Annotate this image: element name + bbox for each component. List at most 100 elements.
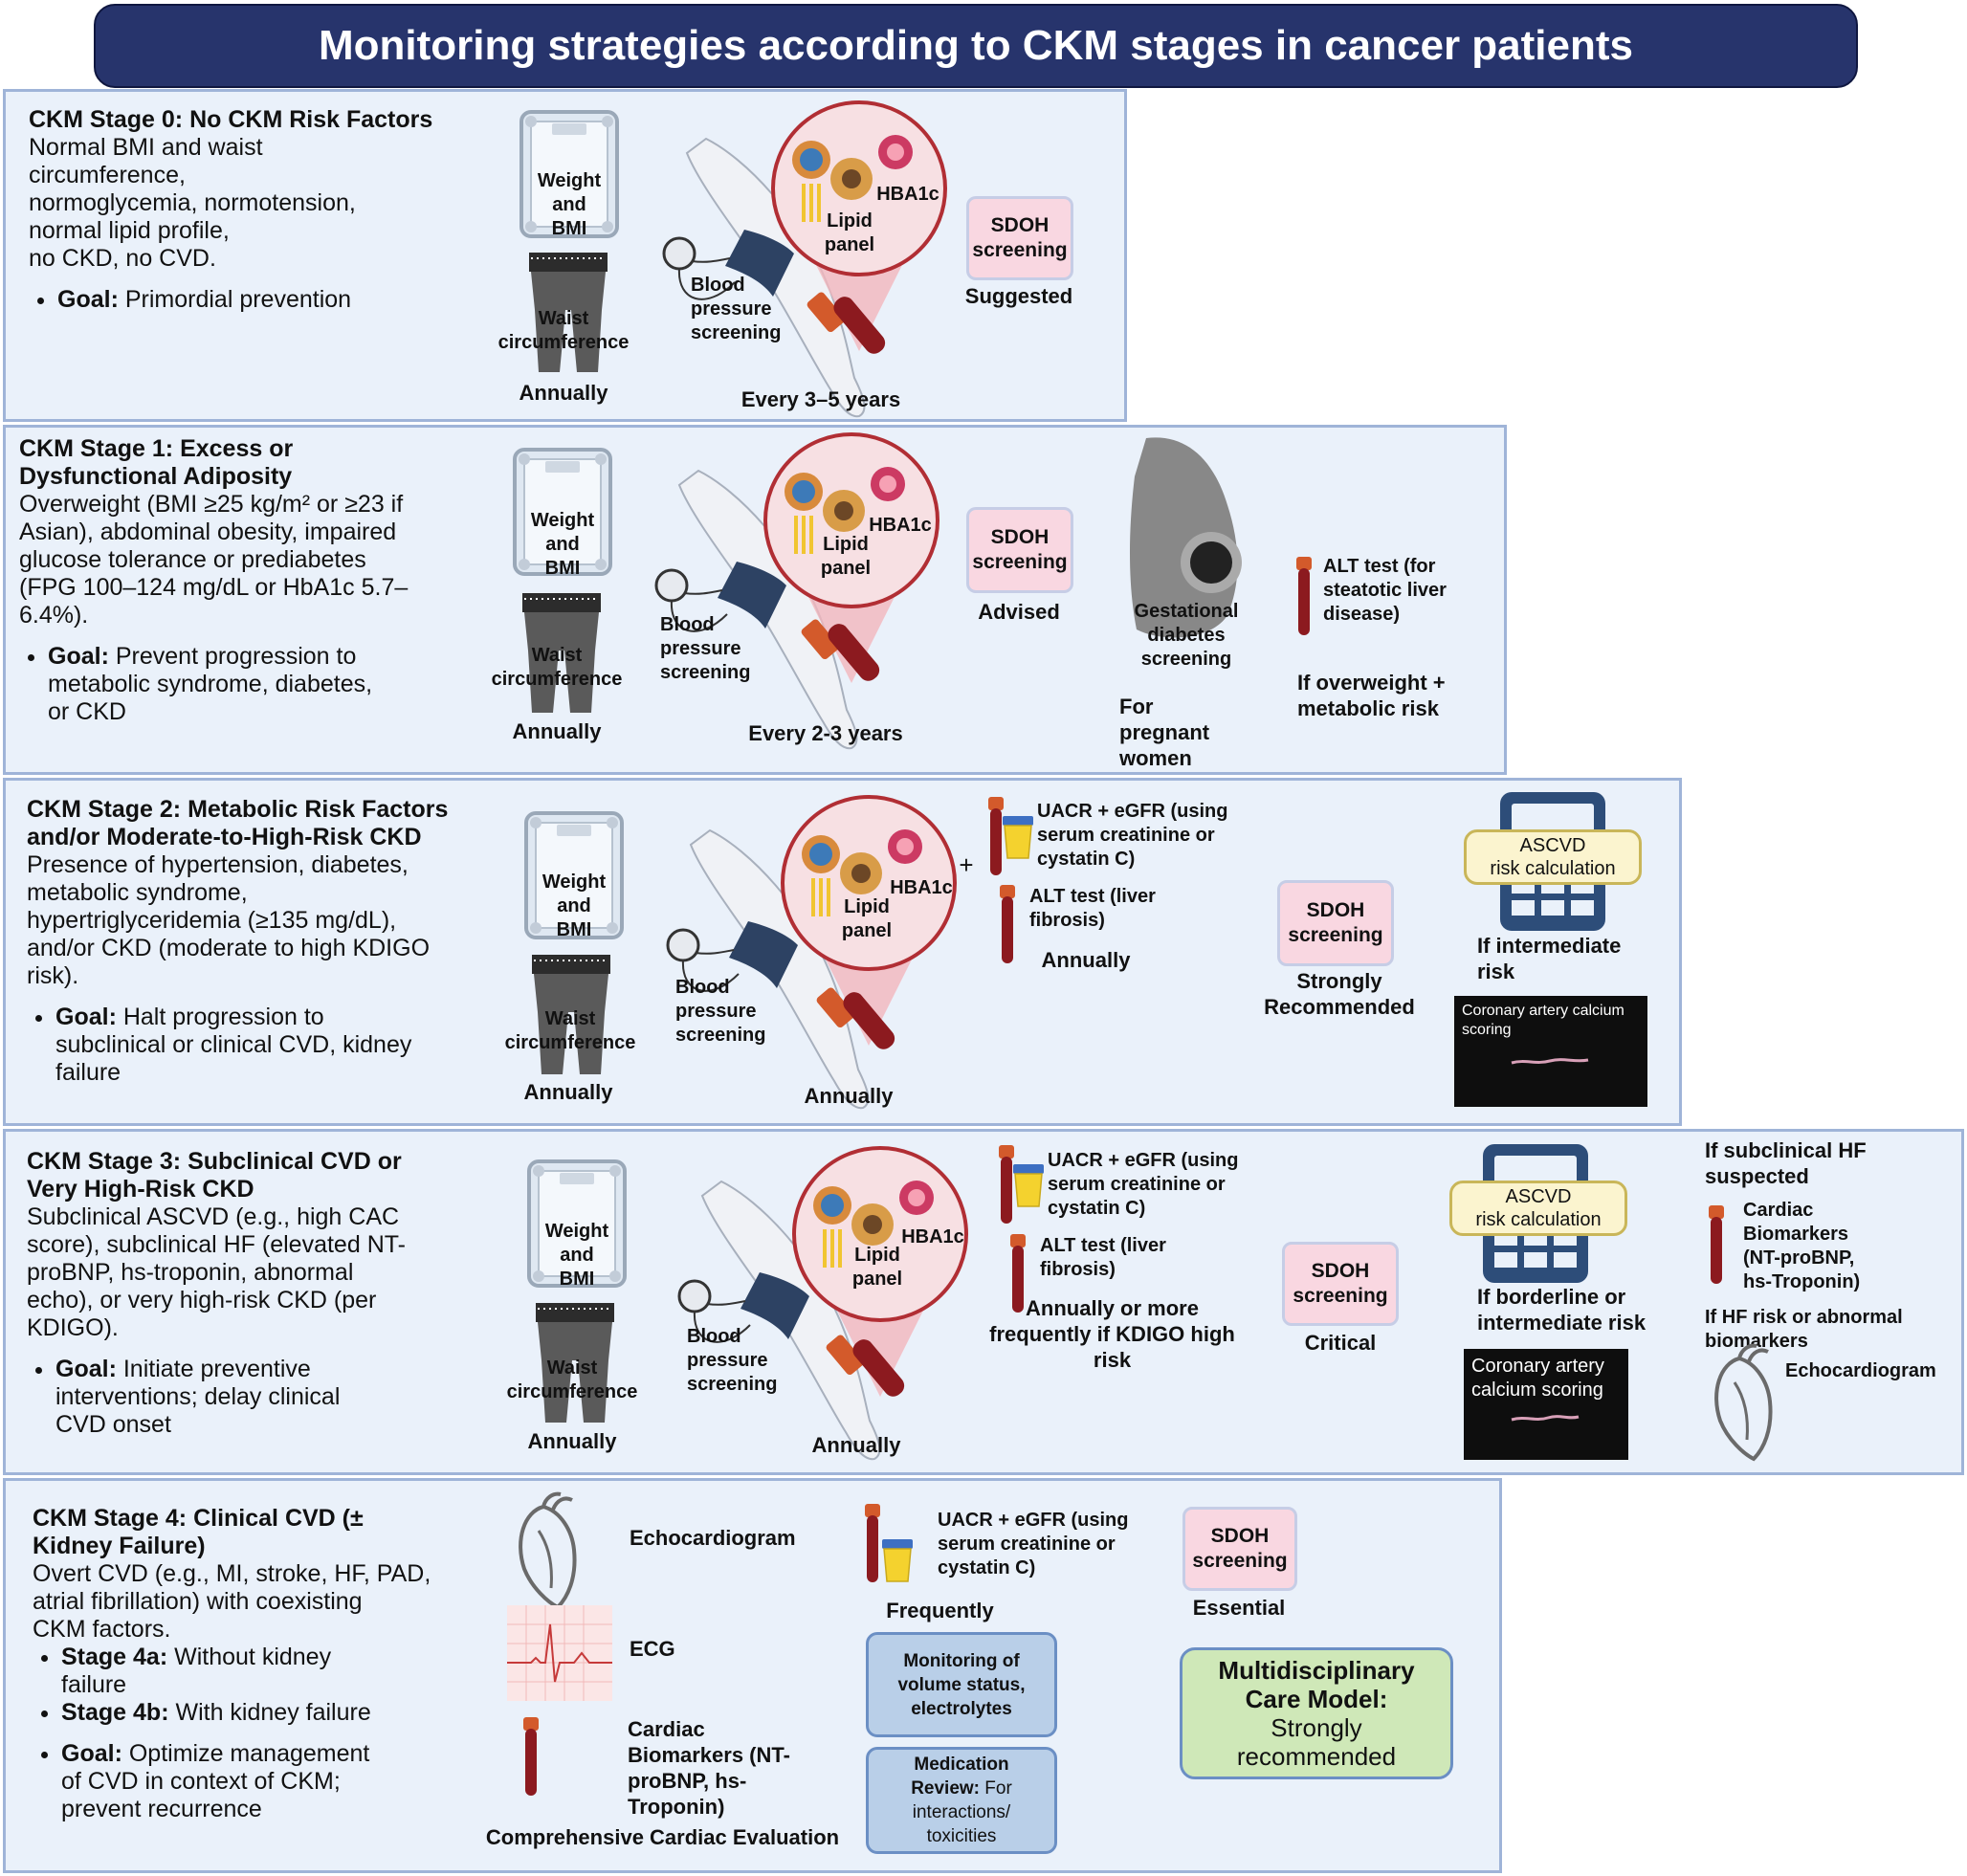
stage-3-bp-label: Blood pressure screening [687, 1326, 778, 1395]
stage-2-alt-tube-icon [1000, 885, 1015, 963]
stage-3-sdoh-level: Critical [1304, 1331, 1377, 1355]
stage-0-waist-label: Waist circumference [497, 308, 630, 353]
stage-3-urine-cup-icon [1012, 1163, 1045, 1207]
stage-1-gestational-label: Gestational diabetes screening [1134, 601, 1239, 670]
stage-1-alt-condition: If overweight + metabolic risk [1297, 671, 1446, 720]
stage-0-weight-label: Weight and BMI [537, 170, 602, 239]
stage-4-sdoh-level: Essential [1192, 1596, 1286, 1620]
stage-1-waist-label: Waist circumference [491, 645, 623, 690]
stage-0-sdoh-level: Suggested [964, 284, 1073, 308]
stage-0-heading: CKM Stage 0: No CKM Risk Factors [29, 106, 433, 133]
stage-3-biomarkers-label: Cardiac Biomarkers (NT-proBNP, hs-Tropon… [1743, 1200, 1861, 1292]
stage-3-text: CKM Stage 3: Subclinical CVD or Very Hig… [27, 1148, 476, 1439]
stage-3-uacr-tube-icon [999, 1145, 1014, 1224]
stage-4-multi-text: Strongly recommended [1236, 1713, 1397, 1771]
stage-3-uacr-label: UACR + eGFR (using serum creatinine or c… [1048, 1150, 1239, 1219]
stage-2-sdoh-level: Strongly Recommended [1264, 969, 1415, 1019]
stage-4-volume-box: Monitoring of volume status, electrolyte… [866, 1632, 1057, 1737]
stage-2-lipid-label: Lipid panel [841, 896, 893, 941]
stage-0-hba1c-label: HBA1c [876, 184, 939, 205]
stage-0-goal-list: Goal: Primordial prevention [29, 286, 478, 314]
stage-3-hba1c-label: HBA1c [901, 1226, 964, 1247]
stage-1-bp-label: Blood pressure screening [660, 614, 751, 683]
stage-1-alt-tube-icon [1296, 557, 1312, 635]
stage-3-description: Subclinical ASCVD (e.g., high CAC score)… [27, 1203, 406, 1341]
stage-4-freq-kidney: Frequently [886, 1599, 994, 1622]
stage-3-panel [3, 1129, 1964, 1475]
page-title: Monitoring strategies according to CKM s… [94, 4, 1858, 88]
stage-4-biomarker-tube-icon [523, 1717, 539, 1796]
stage-2-sdoh-box: SDOH screening [1277, 880, 1394, 966]
stage-2-cac-label: Coronary artery calcium scoring [1462, 1003, 1624, 1038]
stage-2-freq-kidney: Annually [1041, 948, 1131, 972]
stage-0-lipid-label: Lipid panel [824, 210, 875, 255]
stage-4-text: CKM Stage 4: Clinical CVD (± Kidney Fail… [33, 1505, 482, 1823]
stage-2-ascvd-box: ASCVD risk calculation [1464, 829, 1642, 885]
stage-4-medication-box: Medication Review: For interactions/ tox… [866, 1747, 1057, 1854]
stage-4-heart-icon [519, 1491, 577, 1609]
stage-2-description: Presence of hypertension, diabetes, meta… [27, 851, 431, 989]
stage-0-description: Normal BMI and waist circumference, norm… [29, 134, 356, 272]
stage-2-text: CKM Stage 2: Metabolic Risk Factors and/… [27, 796, 486, 1087]
stage-0-bp-label: Blood pressure screening [691, 275, 782, 343]
stage-1-alt-label: ALT test (for steatotic liver disease) [1323, 556, 1447, 625]
stage-3-cac-label: Coronary artery calcium scoring [1471, 1356, 1604, 1401]
stage-4a-item: Stage 4a: Without kidney failure [61, 1644, 482, 1699]
stage-2-bp-label: Blood pressure screening [675, 977, 766, 1046]
stage-1-goal: Goal: Prevent progression to metabolic s… [48, 643, 469, 726]
stage-2-heading: CKM Stage 2: Metabolic Risk Factors and/… [27, 796, 449, 850]
stage-4-description: Overt CVD (e.g., MI, stroke, HF, PAD, at… [33, 1560, 431, 1643]
stage-3-freq-labs: Annually [811, 1433, 901, 1457]
stage-4-heading: CKM Stage 4: Clinical CVD (± Kidney Fail… [33, 1505, 364, 1559]
stage-4-goal-list: Goal: Optimize management of CVD in cont… [33, 1740, 482, 1823]
stage-2-blood-tube-icon [815, 985, 899, 1053]
stage-2-uacr-tube-icon [988, 797, 1004, 875]
stage-3-sdoh-box: SDOH screening [1282, 1242, 1399, 1326]
stage-1-freq-labs: Every 2-3 years [748, 721, 903, 745]
stage-1-sdoh-box: SDOH screening [966, 507, 1073, 593]
stage-2-uacr-label: UACR + eGFR (using serum creatinine or c… [1037, 801, 1228, 870]
stage-3-heart-icon [1714, 1343, 1773, 1461]
stage-3-hf-risk-label: If HF risk or abnormal biomarkers [1705, 1307, 1903, 1352]
stage-2-urine-cup-icon [1002, 815, 1034, 859]
stage-2-freq-labs: Annually [804, 1084, 894, 1108]
stage-2-ascvd-condition: If intermediate risk [1477, 934, 1622, 983]
stage-4-ecg-icon [507, 1605, 612, 1701]
stage-2-plus-sign: + [959, 850, 974, 879]
stage-2-hba1c-label: HBA1c [890, 877, 953, 898]
stage-4-sdoh-box: SDOH screening [1182, 1507, 1297, 1591]
stage-3-freq-body: Annually [527, 1429, 617, 1453]
stage-1-text: CKM Stage 1: Excess or Dysfunctional Adi… [19, 435, 469, 726]
stage-2-goal-list: Goal: Halt progression to subclinical or… [27, 1004, 486, 1087]
stage-3-goal: Goal: Initiate preventive interventions;… [55, 1356, 476, 1439]
stage-4-biomarkers-label: Cardiac Biomarkers (NT- proBNP, hs- Trop… [628, 1717, 790, 1819]
page-title-text: Monitoring strategies according to CKM s… [318, 22, 1634, 69]
stage-3-ascvd-box: ASCVD risk calculation [1449, 1181, 1627, 1236]
stage-1-goal-list: Goal: Prevent progression to metabolic s… [19, 643, 469, 726]
stage-2-cac-image: Coronary artery calcium scoring [1454, 996, 1647, 1107]
stage-0-freq-labs: Every 3–5 years [740, 387, 901, 411]
stage-4-goal: Goal: Optimize management of CVD in cont… [61, 1740, 482, 1823]
stage-3-lipid-label: Lipid panel [851, 1245, 903, 1290]
stage-3-ascvd-condition: If borderline or intermediate risk [1477, 1285, 1647, 1335]
stage-4-echo-label: Echocardiogram [630, 1526, 796, 1550]
stage-4-uacr-label: UACR + eGFR (using serum creatinine or c… [938, 1510, 1129, 1578]
stage-2-waist-label: Waist circumference [504, 1008, 636, 1053]
stage-4-multi-label: Multidisciplinary Care Model: [1218, 1656, 1415, 1713]
stage-0-freq-body: Annually [519, 381, 608, 405]
stage-0-text: CKM Stage 0: No CKM Risk Factors Normal … [29, 106, 478, 314]
stage-3-echo-label: Echocardiogram [1785, 1360, 1936, 1381]
stage-1-pregnancy-icon [1130, 437, 1242, 638]
stage-0-sdoh-box: SDOH screening [966, 196, 1073, 280]
stage-2-weight-label: Weight and BMI [541, 872, 607, 940]
stage-2-cac-trace [1511, 1058, 1589, 1065]
stage-1-pregnant-label: For pregnant women [1119, 695, 1210, 770]
stage-0-blood-tube-icon [806, 290, 890, 358]
stage-1-heading: CKM Stage 1: Excess or Dysfunctional Adi… [19, 435, 294, 490]
stage-1-freq-body: Annually [512, 719, 602, 743]
stage-1-weight-label: Weight and BMI [530, 510, 595, 579]
stage-4b-item: Stage 4b: With kidney failure [61, 1699, 482, 1727]
stage-2-freq-body: Annually [523, 1080, 613, 1104]
stage-3-cac-image: Coronary artery calcium scoring [1464, 1349, 1628, 1460]
stage-4-substage-list: Stage 4a: Without kidney failure Stage 4… [33, 1644, 482, 1727]
